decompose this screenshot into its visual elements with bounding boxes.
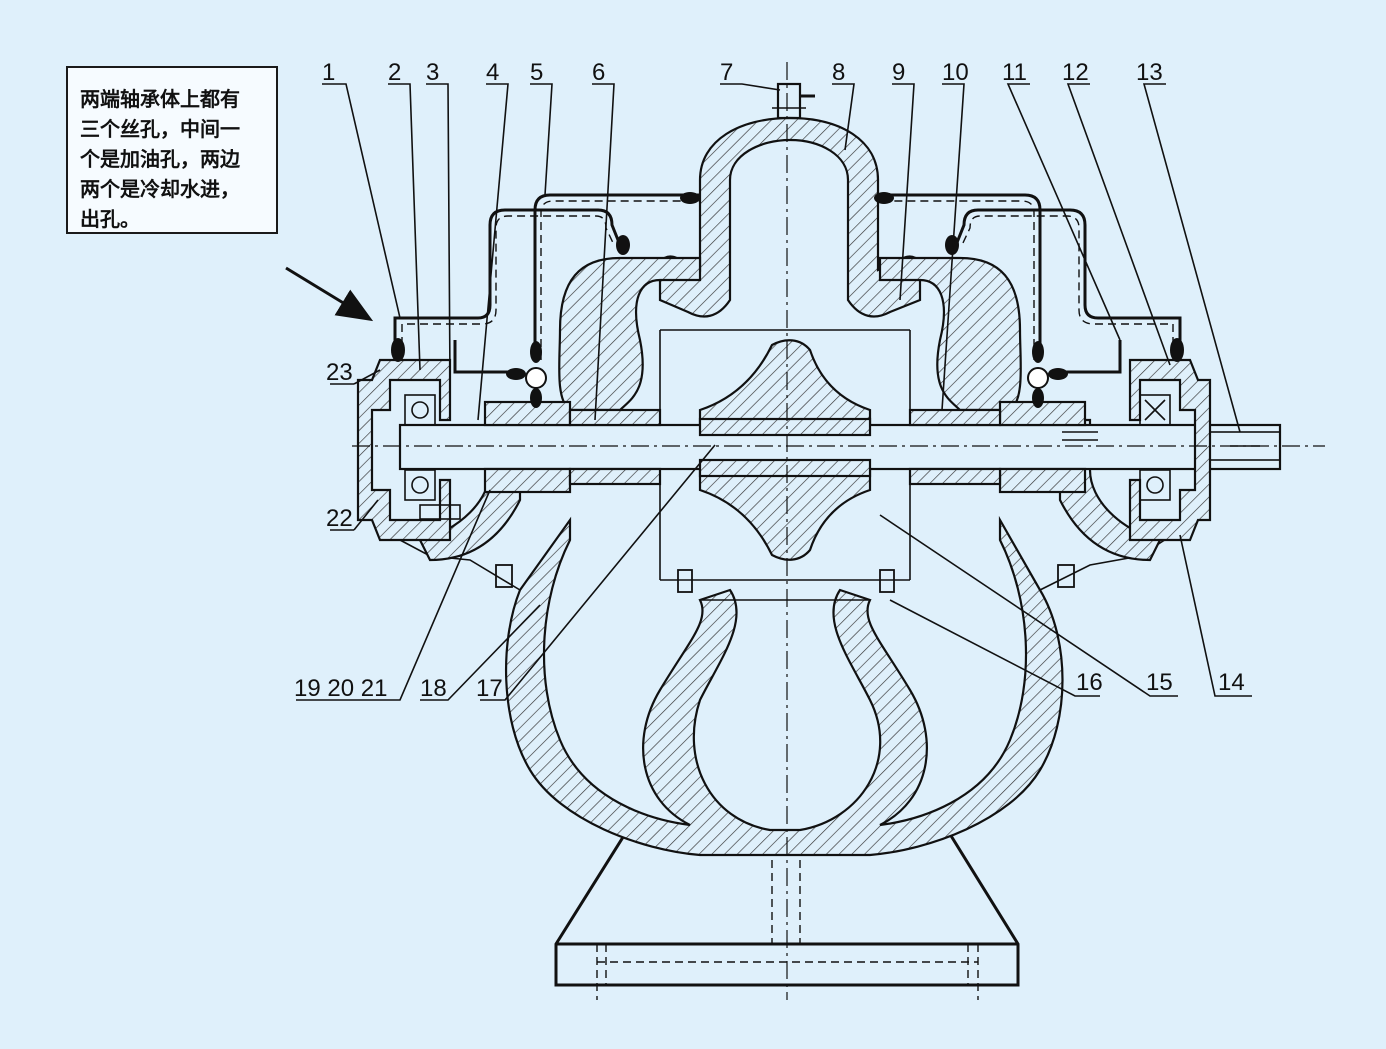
- note-line-1: 两端轴承体上都有: [80, 87, 240, 111]
- label-12: 12: [1062, 59, 1089, 86]
- label-9: 9: [892, 59, 905, 86]
- label-18: 18: [420, 675, 447, 702]
- label-23: 23: [326, 359, 353, 386]
- label-2: 2: [388, 59, 401, 86]
- cooling-pipes: [391, 192, 1184, 408]
- pump-base: [554, 817, 1020, 1000]
- part-labels: 1 2 3 4 5 6 7 8 9 10 11 12 13 14 15 16 1…: [294, 59, 1245, 702]
- note-arrow: [285, 266, 374, 322]
- impeller: [659, 329, 911, 581]
- note-line-2: 三个丝孔，中间一: [80, 117, 240, 141]
- label-1: 1: [322, 59, 335, 86]
- label-5: 5: [530, 59, 543, 86]
- note-line-4: 两个是冷却水进，: [80, 177, 240, 201]
- label-6: 6: [592, 59, 605, 86]
- label-22: 22: [326, 505, 353, 532]
- label-14: 14: [1218, 669, 1245, 696]
- label-19-20-21: 19 20 21: [294, 675, 387, 702]
- label-4: 4: [486, 59, 499, 86]
- vent-plug: [772, 82, 815, 120]
- label-8: 8: [832, 59, 845, 86]
- annotation-note: 两端轴承体上都有 三个丝孔，中间一 个是加油孔，两边 两个是冷却水进， 出孔。: [66, 66, 278, 234]
- bolts: [495, 564, 1075, 593]
- label-11: 11: [1002, 59, 1027, 86]
- label-17: 17: [476, 675, 503, 702]
- right-bearing-housing: [1128, 358, 1212, 542]
- upper-casing: [418, 116, 1162, 562]
- label-10: 10: [942, 59, 969, 86]
- note-line-3: 个是加油孔，两边: [80, 147, 240, 171]
- note-line-5: 出孔。: [80, 207, 140, 231]
- label-3: 3: [426, 59, 439, 86]
- packing-glands: [483, 400, 1087, 494]
- label-7: 7: [720, 59, 733, 86]
- shaft: [398, 417, 1282, 478]
- label-15: 15: [1146, 669, 1173, 696]
- label-16: 16: [1076, 669, 1103, 696]
- volute-casing: [399, 515, 1181, 857]
- leader-lines: [296, 83, 1252, 701]
- label-13: 13: [1136, 59, 1163, 86]
